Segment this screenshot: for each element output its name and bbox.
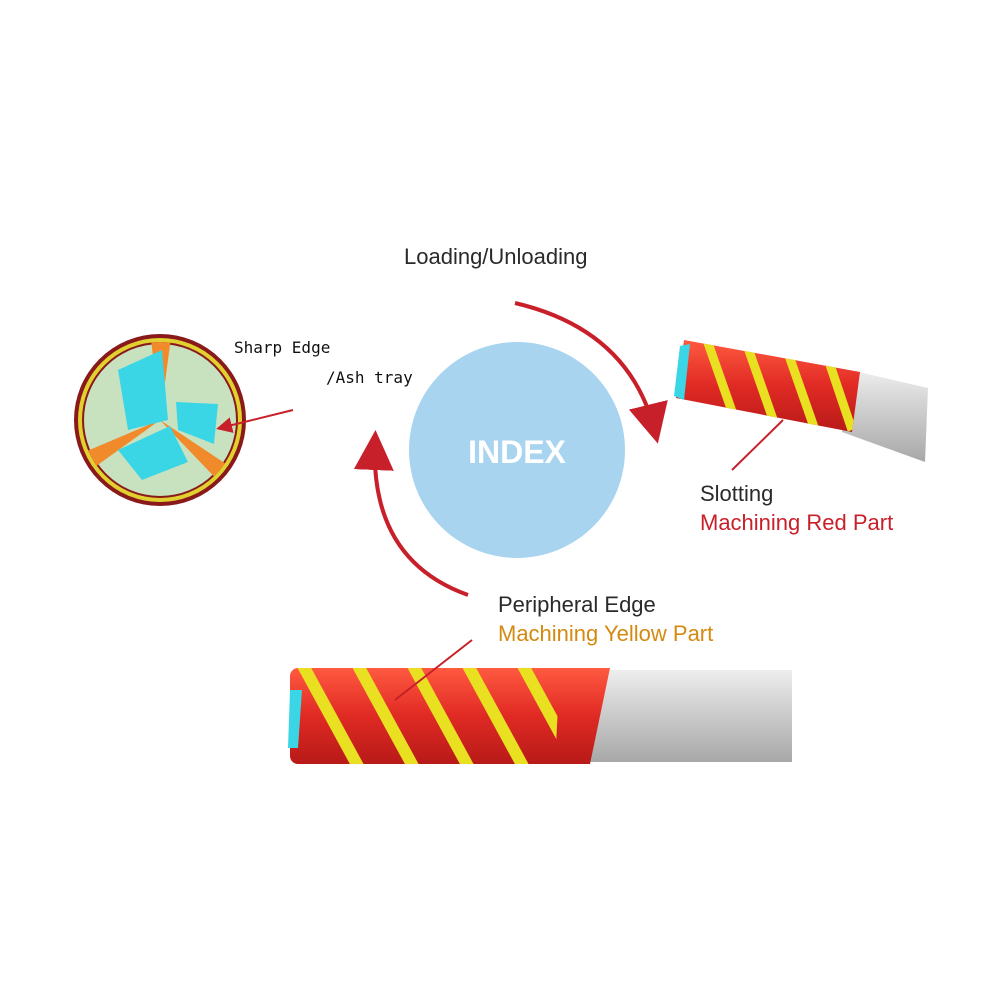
cross-section-icon — [74, 334, 294, 506]
peripheral-end-mill — [288, 639, 792, 764]
index-circle — [409, 342, 625, 558]
ash-tray-label: /Ash tray — [326, 368, 413, 387]
index-label: INDEX — [468, 434, 566, 470]
sharp-edge-label: Sharp Edge — [234, 338, 331, 357]
peripheral-edge-label: Peripheral Edge — [498, 592, 656, 617]
arrow-to-sharp-edge — [353, 430, 469, 597]
slotting-label: Slotting — [700, 481, 774, 506]
machining-red-part-label: Machining Red Part — [700, 510, 894, 535]
loading-unloading-label: Loading/Unloading — [404, 244, 588, 269]
machining-yellow-part-label: Machining Yellow Part — [498, 621, 714, 646]
arrow-to-slotting — [514, 301, 668, 444]
slotting-end-mill — [674, 340, 928, 471]
